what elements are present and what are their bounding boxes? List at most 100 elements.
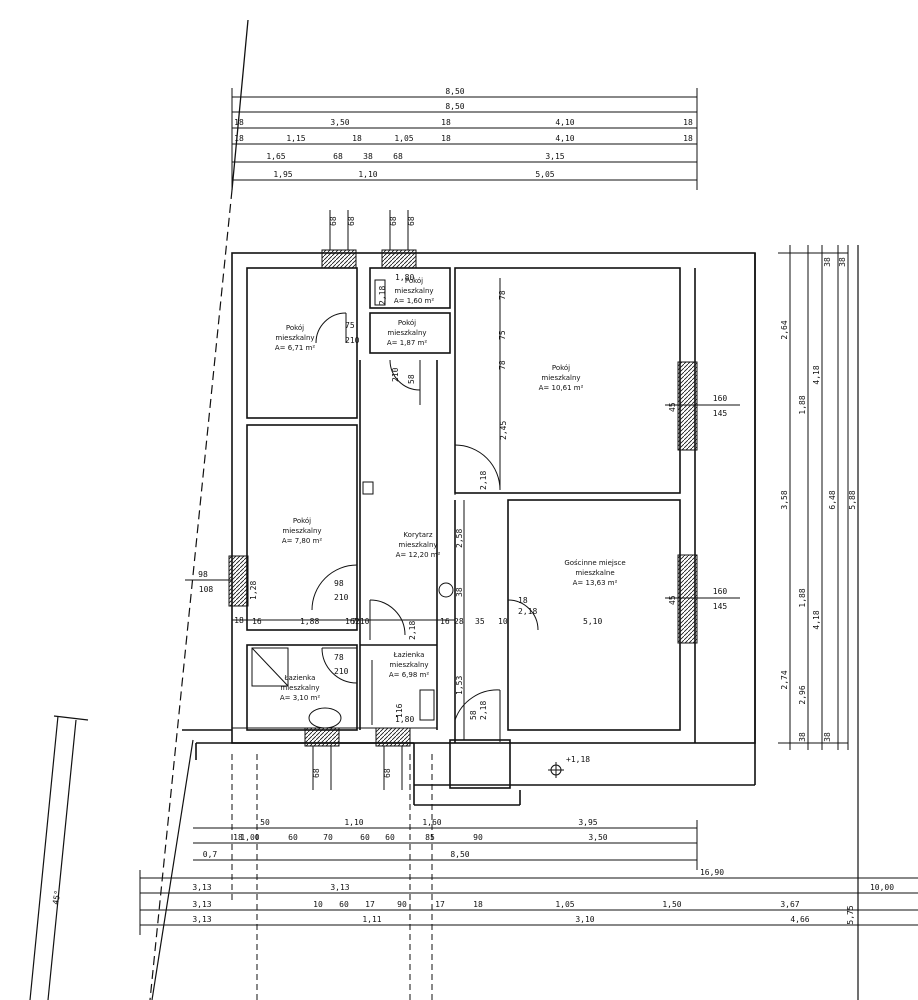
dim-left-1: 108 xyxy=(199,585,214,594)
room-name: Pokój xyxy=(405,277,423,285)
dim-b6-1: 1,11 xyxy=(362,915,381,924)
dim-b1-3: 60 xyxy=(385,833,395,842)
room-4: Pokój mieszkalny A= 7,80 m² xyxy=(282,517,323,545)
building-walls xyxy=(182,252,756,806)
dim-b5-8: 1,50 xyxy=(662,900,681,909)
dim-r4-0: 18 xyxy=(234,134,244,143)
room-area: A= 13,63 m² xyxy=(573,579,618,587)
dim-overall-b: 8,50 xyxy=(445,102,464,111)
dim-b4-0: 3,13 xyxy=(192,883,211,892)
room-name: Łazienka xyxy=(393,651,425,659)
dim-int-20: 2,18 xyxy=(518,607,537,616)
window-dimensions: 160 145 160 145 45 45 xyxy=(668,394,727,611)
dim-r4-1: 1,15 xyxy=(286,134,305,143)
dim-int-9: 210 xyxy=(334,667,349,676)
dim-r5-0: 1,65 xyxy=(266,152,285,161)
dim-int-21: 210 xyxy=(355,617,370,626)
room-area: A= 1,87 m² xyxy=(387,339,428,347)
dim-int-18: 10 xyxy=(498,617,508,626)
fixtures xyxy=(251,279,454,729)
dim-b2-4: 85 xyxy=(425,833,435,842)
dim-int-5: 28 xyxy=(454,617,464,626)
dim-int-29: 78 xyxy=(498,290,507,300)
dim-b6-2: 3,10 xyxy=(575,915,594,924)
dim-b-right-tag: 16,90 xyxy=(700,868,724,877)
dim-vent-2: 68 xyxy=(389,216,398,226)
dim-vent-0: 68 xyxy=(329,216,338,226)
dim-int-7: 210 xyxy=(334,593,349,602)
dim-int-13: 38 xyxy=(455,587,464,597)
dim-b2-3: 60 xyxy=(360,833,370,842)
dim-int-0: 16 xyxy=(252,617,262,626)
dim-r5-4: 3,15 xyxy=(545,152,564,161)
dim-vent-b-0: 68 xyxy=(312,768,321,778)
dim-win-side-1: 45 xyxy=(668,595,677,605)
slope-note: 45° xyxy=(51,890,62,906)
top-dimensions: 8,50 8,50 18 3,50 18 4,10 18 18 1,15 18 … xyxy=(234,87,693,226)
dim-b2-2: 70 xyxy=(323,833,333,842)
dim-int-2: 16 xyxy=(345,617,355,626)
dim-right-mid-1: 6,48 xyxy=(828,490,837,509)
interior-dimensions: 16 1,88 16 7 16 28 98 210 78 210 1,53 2,… xyxy=(252,273,602,724)
dim-int-10: 1,53 xyxy=(455,676,464,695)
dim-right-in-0: 2,64 xyxy=(780,320,789,339)
dim-right-in-4: 2,74 xyxy=(780,670,789,689)
dim-r3-1: 3,50 xyxy=(330,118,349,127)
dim-int-33: 75 xyxy=(498,330,507,340)
left-dimensions: 98 108 1,28 18 45° +1,18 xyxy=(51,570,590,905)
room-area: A= 1,60 m² xyxy=(394,297,435,305)
dim-right-in-1: 1,88 xyxy=(798,395,807,414)
dim-vent-3: 68 xyxy=(407,216,416,226)
dim-b1-2: 1,10 xyxy=(344,818,363,827)
dim-b2-1: 50 xyxy=(260,818,270,827)
dim-r3-3: 4,10 xyxy=(555,118,574,127)
dim-r6-0: 1,95 xyxy=(273,170,292,179)
dim-b5-0: 3,13 xyxy=(192,900,211,909)
dim-r5-3: 68 xyxy=(393,152,403,161)
elevation-label: +1,18 xyxy=(566,755,590,764)
dim-int-34: 2,18 xyxy=(408,621,417,640)
room-sub: mieszkalny xyxy=(394,287,433,295)
room-area: A= 6,71 m² xyxy=(275,344,316,352)
dim-right-edge-4: 38 xyxy=(823,732,832,742)
right-dimensions: 5,88 4,18 6,48 4,18 2,64 1,88 3,58 1,88 … xyxy=(780,257,857,742)
dim-int-11: 2,18 xyxy=(479,471,488,490)
windows xyxy=(228,249,698,747)
dim-win-2: 160 xyxy=(713,587,728,596)
dim-b6-0: 3,13 xyxy=(192,915,211,924)
dim-right-edge-0: 38 xyxy=(838,257,847,267)
dim-r6-2: 5,05 xyxy=(535,170,554,179)
dim-int-4: 16 xyxy=(440,617,450,626)
dim-b-left: 0,7 xyxy=(203,850,218,859)
room-name: Pokój xyxy=(398,319,416,327)
room-0: Pokój mieszkalny A= 6,71 m² xyxy=(275,324,316,352)
dim-r6-1: 1,10 xyxy=(358,170,377,179)
room-sub: mieszkalny xyxy=(541,374,580,382)
dim-int-30: 78 xyxy=(498,360,507,370)
dim-b-overall: 8,50 xyxy=(450,850,469,859)
dim-int-32: 1,80 xyxy=(395,715,414,724)
dim-int-22: 116 xyxy=(395,703,404,718)
dim-b2-6: 3,50 xyxy=(588,833,607,842)
room-area: A= 6,98 m² xyxy=(389,671,430,679)
dim-right-mid-0: 4,18 xyxy=(812,365,821,384)
dim-r4-4: 18 xyxy=(441,134,451,143)
dim-int-24: 210 xyxy=(345,336,360,345)
elevation-marker xyxy=(548,762,564,778)
room-name: Korytarz xyxy=(403,531,432,539)
room-3: Pokój mieszkalny A= 10,61 m² xyxy=(539,364,584,392)
dim-r5-1: 68 xyxy=(333,152,343,161)
dim-b5-7: 1,05 xyxy=(555,900,574,909)
dimension-lines xyxy=(139,88,918,935)
dim-b5-1: 10 xyxy=(313,900,323,909)
room-5: Korytarz mieszkalny A= 12,20 m² xyxy=(396,531,441,559)
dim-r3-4: 18 xyxy=(683,118,693,127)
dim-right-edge-1: 38 xyxy=(823,257,832,267)
room-name: Pokój xyxy=(286,324,304,332)
dim-b1-1: 60 xyxy=(288,833,298,842)
room-sub: mieszkalny xyxy=(389,661,428,669)
dim-b2-0: 18 xyxy=(233,833,243,842)
dim-left-0: 98 xyxy=(198,570,208,579)
room-area: A= 10,61 m² xyxy=(539,384,584,392)
room-sub: mieszkalne xyxy=(575,569,614,577)
